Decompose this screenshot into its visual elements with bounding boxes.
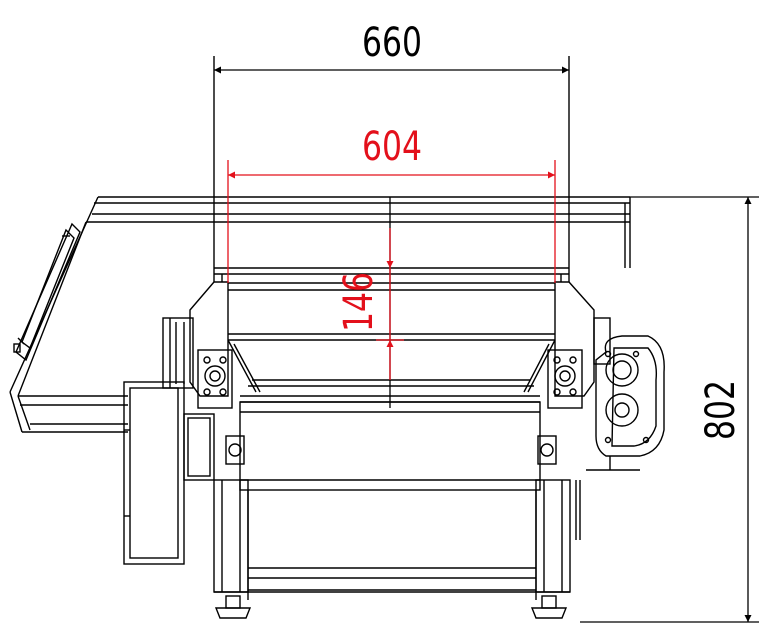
top-frame-rails [86,196,631,268]
gear-motor [575,317,665,540]
left-motor-housing [123,317,215,565]
belt-depth-label: 146 [336,272,382,332]
support-legs [213,479,571,593]
overall-height-label: 802 [698,380,744,440]
overall-width-label: 660 [362,20,422,66]
drum-body [239,401,541,600]
dimension-belt-width: 604 [227,124,556,283]
belt-width-label: 604 [362,124,422,170]
leveling-feet [214,595,568,619]
dimension-overall-height: 802 [580,196,759,623]
left-bearing-block [197,349,245,465]
inspection-window [13,222,81,362]
machine-outline [9,56,665,619]
dimension-overall-width: 660 [214,20,569,74]
belt-trough [189,267,595,403]
right-bearing-block [537,349,583,465]
dimension-belt-depth: 146 [336,197,404,408]
